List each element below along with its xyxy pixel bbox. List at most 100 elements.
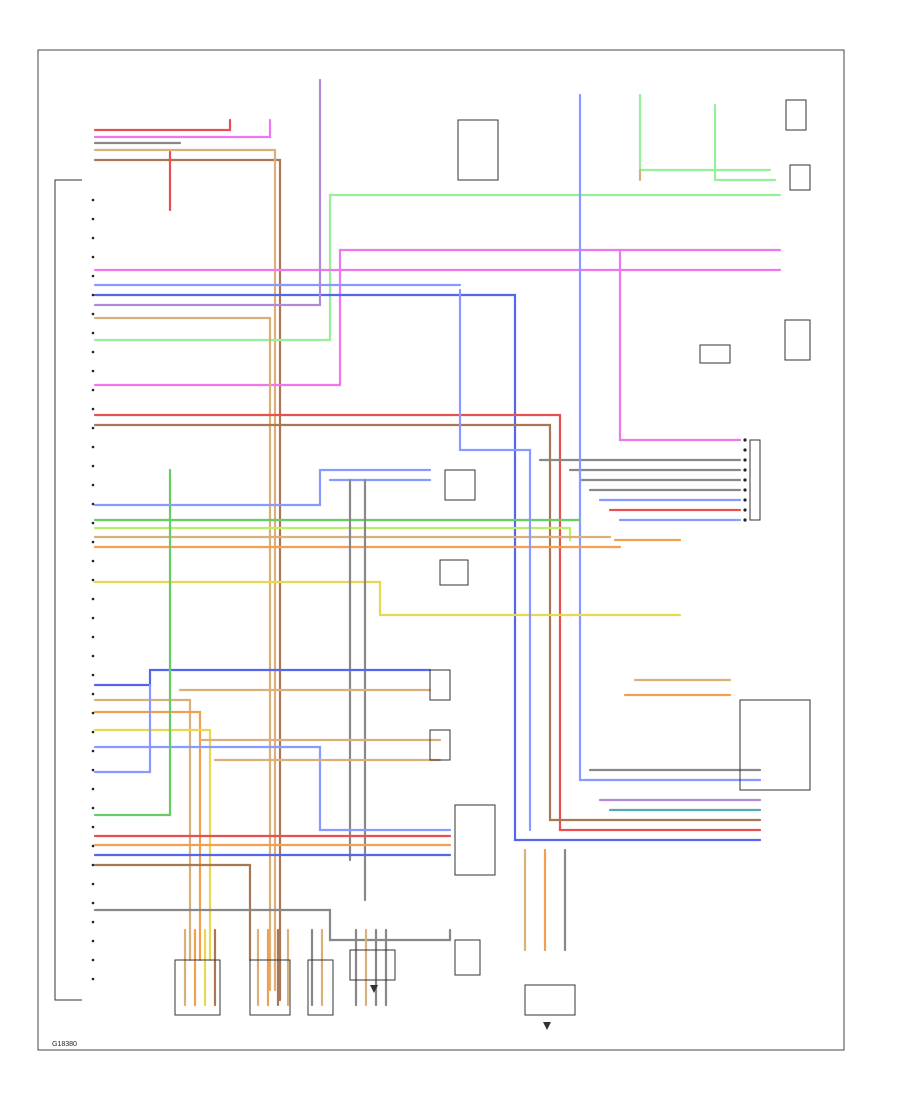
wire	[638, 93, 772, 172]
wire	[93, 745, 452, 832]
connector-pin	[91, 217, 95, 221]
connector-pin	[91, 236, 95, 240]
connector-pin	[91, 350, 95, 354]
connector-pin	[743, 468, 747, 472]
wire	[93, 118, 232, 132]
connector-pin	[743, 448, 747, 452]
figure-number: G18380	[52, 1041, 77, 1048]
harness-connector	[249, 959, 291, 1016]
wire	[93, 468, 432, 507]
connector-pin	[91, 977, 95, 981]
ecu-module-outline	[54, 179, 82, 1001]
connector-pin	[91, 483, 95, 487]
connector-pin	[91, 768, 95, 772]
connector-pin	[91, 692, 95, 696]
wire	[618, 248, 742, 442]
connector-pin	[91, 787, 95, 791]
diagram-frame	[37, 49, 845, 1051]
connector-pin	[91, 597, 95, 601]
wire	[93, 580, 682, 617]
connector-pin	[743, 458, 747, 462]
connector-pin	[91, 882, 95, 886]
connector-pin	[91, 844, 95, 848]
connector-pin	[91, 958, 95, 962]
ground-block	[524, 984, 576, 1016]
connector-pin	[91, 559, 95, 563]
wire	[93, 158, 282, 1002]
connector-layer	[54, 99, 811, 1016]
connector-pin	[743, 488, 747, 492]
harness-connector	[174, 959, 221, 1016]
connector-pin	[91, 369, 95, 373]
connector-pin	[91, 806, 95, 810]
connector-pin	[91, 920, 95, 924]
switch-block	[789, 164, 811, 191]
relay-module	[454, 804, 496, 876]
connector-pin	[91, 293, 95, 297]
wire	[93, 698, 192, 962]
connector-pin	[743, 518, 747, 522]
wire	[93, 248, 782, 387]
wire	[93, 526, 572, 542]
connector-pin	[91, 388, 95, 392]
connector-pin	[743, 478, 747, 482]
connector-pin	[91, 407, 95, 411]
connector-pin	[91, 673, 95, 677]
ground-junction	[349, 949, 396, 981]
connector-pin	[91, 312, 95, 316]
connector-pin	[91, 863, 95, 867]
connector-pin	[91, 616, 95, 620]
switch-block	[784, 319, 811, 361]
wire	[93, 148, 277, 992]
wire	[93, 423, 762, 822]
connector-pin	[91, 540, 95, 544]
connector-pin	[91, 255, 95, 259]
wire	[93, 683, 152, 774]
connector-pin	[91, 426, 95, 430]
connector-pin	[91, 901, 95, 905]
connector-pin	[743, 438, 747, 442]
wire	[93, 728, 212, 962]
wire	[93, 863, 252, 962]
connector-pin	[91, 654, 95, 658]
wire	[578, 93, 762, 782]
wire	[93, 468, 172, 817]
connector-pin	[91, 578, 95, 582]
ground-symbol	[370, 985, 378, 993]
lamp-connector	[439, 559, 469, 586]
solenoid-connector	[429, 729, 451, 761]
ground-symbol	[543, 1022, 551, 1030]
wire-layer	[93, 78, 782, 1007]
wire	[93, 78, 322, 307]
connector-pin	[91, 198, 95, 202]
wire	[93, 413, 762, 832]
switch-block	[699, 344, 731, 364]
connector-pin	[91, 825, 95, 829]
lamp-connector	[444, 469, 476, 501]
connector-pin	[91, 464, 95, 468]
connector-pin	[91, 502, 95, 506]
wire	[93, 193, 782, 342]
connector-block	[749, 439, 761, 521]
wire	[93, 118, 272, 139]
connector-pin	[743, 508, 747, 512]
speed-sensor	[454, 939, 481, 976]
wire	[93, 668, 432, 687]
wire	[93, 710, 202, 962]
connector-pin	[91, 274, 95, 278]
wire	[458, 288, 532, 832]
switch-block	[785, 99, 807, 131]
connector-pin	[91, 711, 95, 715]
connector-pin	[91, 331, 95, 335]
connector-pin	[91, 445, 95, 449]
harness-connector	[307, 959, 334, 1016]
connector-pin	[743, 498, 747, 502]
wire	[93, 293, 762, 842]
connector-pin	[91, 521, 95, 525]
connector-pin	[91, 749, 95, 753]
connector-pin	[91, 730, 95, 734]
shift-switch-assembly	[739, 699, 811, 791]
wire	[93, 316, 272, 992]
connector-block	[457, 119, 499, 181]
